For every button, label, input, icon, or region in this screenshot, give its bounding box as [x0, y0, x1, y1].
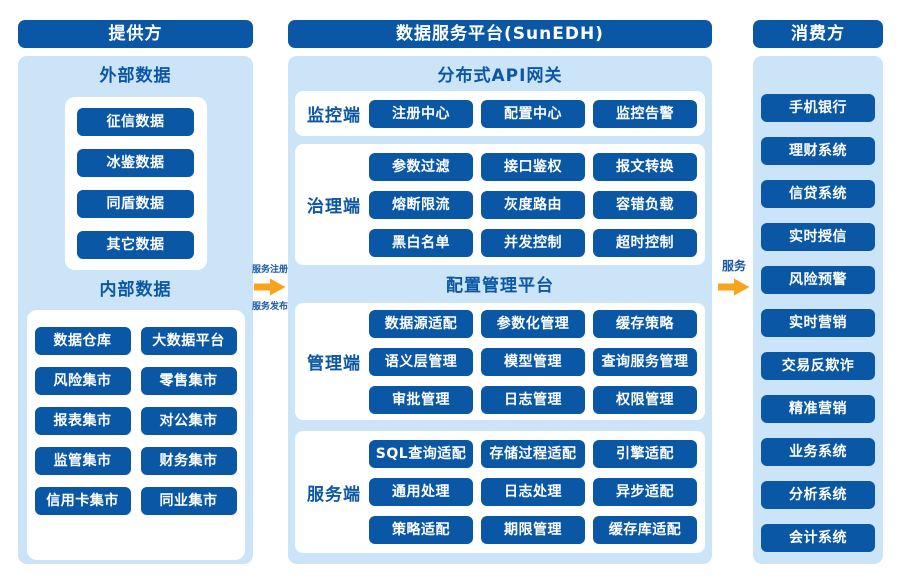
- external-data-box: 征信数据冰鉴数据同盾数据其它数据: [64, 97, 207, 270]
- monitor-row: 监控端 注册中心配置中心监控告警: [295, 91, 705, 136]
- monitor-item: 监控告警: [593, 99, 697, 128]
- consumer-item: 信贷系统: [761, 180, 875, 208]
- internal-data-item: 监管集市: [34, 447, 131, 475]
- consumer-item: 业务系统: [761, 438, 875, 466]
- internal-data-item: 财务集市: [140, 447, 237, 475]
- arrow-right-icon: [718, 278, 750, 296]
- monitor-row-items: 注册中心配置中心监控告警: [369, 99, 697, 128]
- monitor-row-label: 监控端: [307, 106, 361, 126]
- service-item: 异步适配: [593, 478, 697, 506]
- management-item: 审批管理: [369, 385, 473, 414]
- internal-data-item: 对公集市: [140, 407, 237, 435]
- consumer-item: 手机银行: [761, 94, 875, 122]
- management-item: 语义层管理: [369, 347, 473, 376]
- platform-consumer-link: 服务: [713, 257, 755, 296]
- config-platform-title: 配置管理平台: [446, 276, 554, 296]
- service-item: 通用处理: [369, 478, 473, 506]
- external-data-item: 征信数据: [77, 108, 194, 136]
- consumer-item: 分析系统: [761, 481, 875, 509]
- external-data-title: 外部数据: [99, 66, 172, 86]
- external-data-item: 冰鉴数据: [77, 149, 194, 177]
- management-row-label: 管理端: [307, 354, 361, 374]
- service-item: 策略适配: [369, 516, 473, 544]
- consumer-item: 实时营销: [761, 309, 875, 337]
- internal-data-item: 数据仓库: [34, 327, 131, 355]
- internal-data-item: 大数据平台: [140, 327, 237, 355]
- consumer-header: 消费方: [753, 20, 883, 48]
- external-data-item: 其它数据: [77, 231, 194, 259]
- service-row-items: SQL查询适配存储过程适配引擎适配通用处理日志处理异步适配策略适配期限管理缓存库…: [369, 440, 697, 544]
- management-row: 管理端 数据源适配参数化管理缓存策略语义层管理模型管理查询服务管理审批管理日志管…: [295, 303, 705, 420]
- governance-item: 超时控制: [593, 228, 697, 257]
- governance-row: 治理端 参数过滤接口鉴权报文转换熔断限流灰度路由容错负载黑白名单并发控制超时控制: [295, 144, 705, 265]
- service-item: 引擎适配: [593, 440, 697, 468]
- api-gateway-title: 分布式API网关: [437, 66, 563, 86]
- management-item: 缓存策略: [593, 309, 697, 338]
- governance-item: 容错负载: [593, 190, 697, 219]
- service-item: 存储过程适配: [481, 440, 585, 468]
- governance-row-label: 治理端: [307, 197, 361, 217]
- monitor-item: 配置中心: [481, 99, 585, 128]
- consumer-item: 交易反欺诈: [761, 352, 875, 380]
- provider-column: 提供方 外部数据 征信数据冰鉴数据同盾数据其它数据 内部数据 数据仓库大数据平台…: [18, 20, 253, 564]
- service-item: SQL查询适配: [369, 440, 473, 468]
- internal-data-title: 内部数据: [99, 280, 172, 300]
- service-publish-label: 服务发布: [251, 302, 288, 312]
- provider-header: 提供方: [18, 20, 253, 48]
- management-item: 模型管理: [481, 347, 585, 376]
- service-item: 日志处理: [481, 478, 585, 506]
- governance-item: 熔断限流: [369, 190, 473, 219]
- management-item: 参数化管理: [481, 309, 585, 338]
- platform-panel: 分布式API网关 监控端 注册中心配置中心监控告警 治理端 参数过滤接口鉴权报文…: [288, 56, 712, 564]
- service-row: 服务端 SQL查询适配存储过程适配引擎适配通用处理日志处理异步适配策略适配期限管…: [295, 431, 705, 553]
- internal-data-box: 数据仓库大数据平台风险集市零售集市报表集市对公集市监管集市财务集市信用卡集市同业…: [26, 310, 245, 560]
- management-item: 日志管理: [481, 385, 585, 414]
- service-row-label: 服务端: [307, 484, 361, 505]
- internal-data-item: 报表集市: [34, 407, 131, 435]
- governance-row-items: 参数过滤接口鉴权报文转换熔断限流灰度路由容错负载黑白名单并发控制超时控制: [369, 152, 697, 257]
- management-item: 数据源适配: [369, 309, 473, 338]
- governance-item: 灰度路由: [481, 190, 585, 219]
- service-item: 缓存库适配: [593, 516, 697, 544]
- platform-column: 数据服务平台(SunEDH) 分布式API网关 监控端 注册中心配置中心监控告警…: [288, 20, 712, 564]
- provider-platform-link: 服务注册 服务发布: [249, 262, 291, 312]
- service-item: 期限管理: [481, 516, 585, 544]
- consumer-item: 会计系统: [761, 524, 875, 552]
- governance-item: 黑白名单: [369, 228, 473, 257]
- internal-data-item: 零售集市: [140, 367, 237, 395]
- internal-data-item: 风险集市: [34, 367, 131, 395]
- governance-item: 参数过滤: [369, 152, 473, 181]
- governance-item: 报文转换: [593, 152, 697, 181]
- governance-item: 接口鉴权: [481, 152, 585, 181]
- provider-panel: 外部数据 征信数据冰鉴数据同盾数据其它数据 内部数据 数据仓库大数据平台风险集市…: [18, 56, 253, 564]
- external-data-item: 同盾数据: [77, 190, 194, 218]
- platform-header: 数据服务平台(SunEDH): [288, 20, 712, 48]
- consumer-item: 理财系统: [761, 137, 875, 165]
- management-item: 权限管理: [593, 385, 697, 414]
- internal-data-item: 信用卡集市: [34, 487, 131, 515]
- consumer-item: 精准营销: [761, 395, 875, 423]
- service-register-label: 服务注册: [251, 265, 288, 275]
- service-label: 服务: [721, 259, 746, 273]
- arrow-right-icon: [254, 278, 286, 296]
- management-row-items: 数据源适配参数化管理缓存策略语义层管理模型管理查询服务管理审批管理日志管理权限管…: [369, 309, 697, 414]
- consumer-column: 消费方 手机银行理财系统信贷系统实时授信风险预警实时营销交易反欺诈精准营销业务系…: [753, 20, 883, 564]
- management-item: 查询服务管理: [593, 347, 697, 376]
- consumer-item: 实时授信: [761, 223, 875, 251]
- consumer-panel: 手机银行理财系统信贷系统实时授信风险预警实时营销交易反欺诈精准营销业务系统分析系…: [753, 56, 883, 564]
- consumer-item: 风险预警: [761, 266, 875, 294]
- internal-data-item: 同业集市: [140, 487, 237, 515]
- governance-item: 并发控制: [481, 228, 585, 257]
- monitor-item: 注册中心: [369, 99, 473, 128]
